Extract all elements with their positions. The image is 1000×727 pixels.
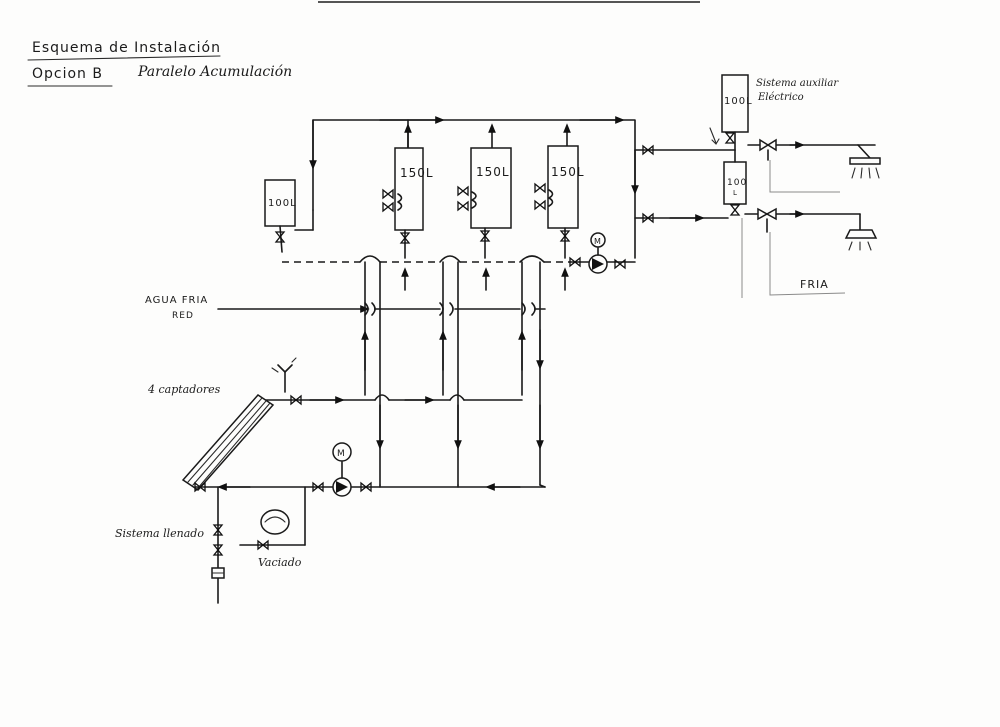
svg-text:RED: RED [172,311,194,321]
small-tank: 100L [264,179,314,253]
title-line-2a: Opcion B [32,66,103,82]
cold-water-pipe: AGUA FRIA RED [145,295,546,321]
tank-3: 150L [534,123,585,259]
svg-text:Sistema llenado: Sistema llenado [115,527,204,540]
motor-icon [590,232,606,248]
svg-text:Vaciado: Vaciado [258,556,302,569]
svg-text:100L: 100L [268,198,297,209]
svg-text:100: 100 [727,178,747,188]
collector-risers [361,261,544,486]
filling-system: Sistema llenado [115,486,225,604]
aux-system: 100L Sistema auxiliar Eléctrico 100 L [709,74,881,298]
svg-text:FRIA: FRIA [800,278,829,291]
title-line-1: Esquema de Instalación [32,40,221,56]
coil-icon [397,193,403,211]
svg-text:100L: 100L [724,96,753,107]
collector-hot-pipe: 4 captadores [147,357,523,405]
svg-text:M: M [594,237,602,246]
shower-icon [849,144,881,179]
tank-2: 150L [457,123,512,259]
purge-valve-icon [277,364,293,373]
svg-text:4 captadores: 4 captadores [147,383,221,396]
pump-recirculation: M [588,232,608,274]
title-block: Esquema de Instalación Opcion B Paralelo… [27,40,292,87]
svg-text:150L: 150L [476,165,510,179]
collector-cold-pipe [194,482,546,492]
coil-icon [548,189,554,207]
title-line-2b: Paralelo Acumulación [137,64,292,80]
expansion-vessel-icon [260,509,290,535]
svg-text:150L: 150L [400,166,434,180]
svg-text:Sistema auxiliar: Sistema auxiliar [756,78,839,89]
drain-branch: Vaciado [239,486,306,569]
svg-text:150L: 150L [551,165,585,179]
hot-supply-pipe [309,116,736,259]
pump-solar: M [332,442,352,497]
svg-text:Eléctrico: Eléctrico [757,92,804,103]
solar-collectors [181,394,275,491]
tank-1: 150L [382,119,434,259]
svg-text:AGUA FRIA: AGUA FRIA [145,295,208,306]
coil-icon [471,191,477,209]
svg-text:M: M [337,449,346,459]
shower-icon [844,213,878,251]
motor-icon [332,442,352,462]
svg-text:L: L [733,189,738,197]
